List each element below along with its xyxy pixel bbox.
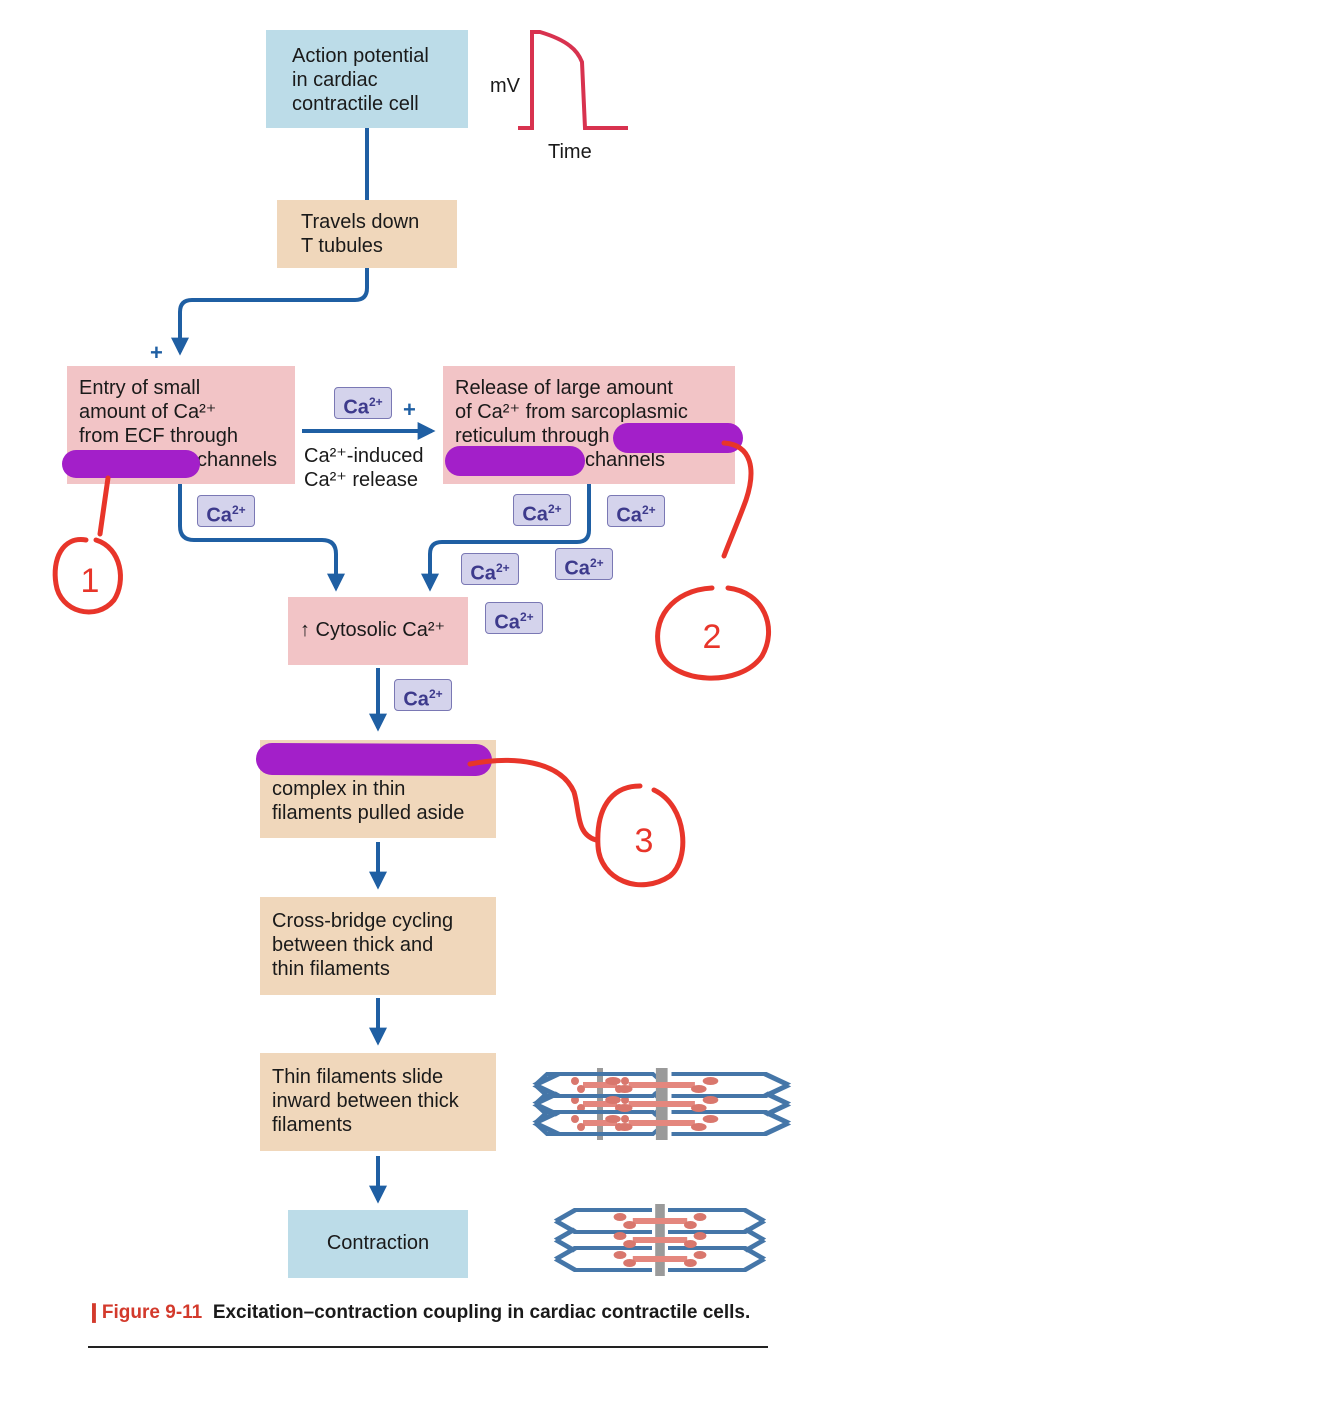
plus-sign: + xyxy=(403,397,416,422)
box-line: inward between thick xyxy=(272,1090,459,1112)
box-line: Cross-bridge cycling xyxy=(272,910,454,932)
badge-text: Ca xyxy=(206,504,232,527)
caption-divider xyxy=(88,1346,768,1348)
induced-release-label: Ca²⁺ release xyxy=(304,469,418,491)
badge-charge: 2+ xyxy=(641,503,656,517)
thin-filaments-slide-box: Thin filaments slide inward between thic… xyxy=(260,1053,496,1151)
contracted-sarcomere-image xyxy=(556,1204,764,1276)
figure-marker: ❙ xyxy=(86,1302,102,1323)
box-line: between thick and xyxy=(272,934,434,956)
box-line: amount of Ca²⁺ xyxy=(79,401,217,423)
annotation-line-2 xyxy=(721,440,754,559)
badge-text: Ca xyxy=(522,503,548,526)
badge-charge: 2+ xyxy=(428,687,443,701)
annotation-number: 1 xyxy=(81,562,100,600)
badge-charge: 2+ xyxy=(231,503,246,517)
badge-charge: 2+ xyxy=(519,610,534,624)
box-line: Release of large amount xyxy=(455,377,673,399)
badge-text: Ca xyxy=(494,611,520,634)
badge-charge: 2+ xyxy=(368,395,383,409)
caption-text: Excitation–contraction coupling in cardi… xyxy=(212,1302,751,1323)
box-line: Thin filaments slide xyxy=(272,1066,444,1088)
box-line: filaments pulled aside xyxy=(272,802,465,824)
arrow xyxy=(178,484,345,592)
annotation-line-3 xyxy=(467,758,599,843)
badge-charge: 2+ xyxy=(495,561,510,575)
box-line: channels xyxy=(197,449,278,471)
box-line: ↑ Cytosolic Ca²⁺ xyxy=(300,619,446,641)
highlighter-mark xyxy=(256,743,492,776)
calcium-ion-badge: Ca2+ xyxy=(485,602,543,634)
t-tubules-box: Travels down T tubules xyxy=(277,200,457,268)
ap-x-label: Time xyxy=(548,141,592,163)
plus-sign: + xyxy=(150,340,163,365)
box-line: channels xyxy=(585,449,666,471)
calcium-ion-badge: Ca2+ xyxy=(607,495,665,527)
box-line: in cardiac xyxy=(292,69,378,91)
calcium-ion-badge: Ca2+ xyxy=(555,548,613,580)
arrow xyxy=(421,484,591,592)
induced-release-label: Ca²⁺-induced xyxy=(304,445,424,467)
contraction-box: Contraction xyxy=(288,1210,468,1278)
cross-bridge-box: Cross-bridge cycling between thick and t… xyxy=(260,897,496,995)
annotation-line-1 xyxy=(97,475,111,537)
box-line: complex in thin xyxy=(272,778,406,800)
box-line: from ECF through xyxy=(79,425,238,447)
box-line: Action potential xyxy=(292,45,429,67)
calcium-ion-badge: Ca2+ xyxy=(461,553,519,585)
badge-charge: 2+ xyxy=(589,556,604,570)
figure-caption: ❙Figure 9-11 Excitation–contraction coup… xyxy=(86,1301,750,1324)
calcium-ion-badge: Ca2+ xyxy=(334,387,392,419)
box-line: thin filaments xyxy=(272,958,390,980)
arrow xyxy=(171,268,369,356)
annotation-number: 2 xyxy=(703,618,722,656)
annotation-number: 3 xyxy=(635,822,654,860)
box-line: Entry of small xyxy=(79,377,201,399)
badge-text: Ca xyxy=(403,688,429,711)
badge-text: Ca xyxy=(470,562,496,585)
calcium-ion-badge: Ca2+ xyxy=(513,494,571,526)
action-potential-box: Action potential in cardiac contractile … xyxy=(266,30,468,128)
calcium-ion-badge: Ca2+ xyxy=(394,679,452,711)
box-line: filaments xyxy=(272,1114,353,1136)
box-line: of Ca²⁺ from sarcoplasmic xyxy=(455,401,688,423)
cytosolic-ca-box: ↑ Cytosolic Ca²⁺ xyxy=(288,597,468,665)
box-line: contractile cell xyxy=(292,93,419,115)
box-line: Contraction xyxy=(326,1232,430,1254)
ap-y-label: mV xyxy=(490,75,520,97)
box-line: Travels down xyxy=(301,211,420,233)
calcium-ion-badge: Ca2+ xyxy=(197,495,255,527)
annotation-circle-3 xyxy=(595,783,686,888)
action-potential-trace xyxy=(518,30,628,130)
badge-charge: 2+ xyxy=(547,502,562,516)
box-line: T tubules xyxy=(301,235,383,257)
annotation-circle-2 xyxy=(655,585,772,681)
badge-text: Ca xyxy=(616,504,642,527)
badge-text: Ca xyxy=(564,557,590,580)
badge-text: Ca xyxy=(343,396,369,419)
annotation-circle-1 xyxy=(52,537,123,615)
box-line: reticulum through xyxy=(455,425,610,447)
figure-number: Figure 9-11 xyxy=(101,1302,203,1323)
